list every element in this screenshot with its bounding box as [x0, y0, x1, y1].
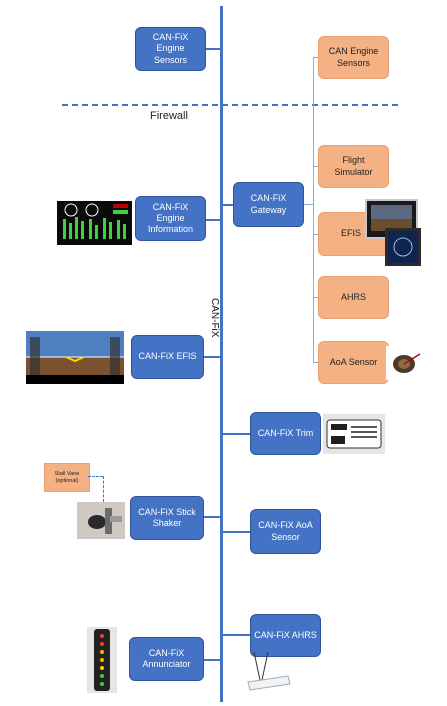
ahrs-hardware-image — [232, 650, 294, 694]
gateway-tree-link — [304, 204, 314, 205]
annunciator-lights-icon — [94, 629, 110, 691]
node-trim[interactable]: CAN-FiX Trim — [250, 412, 321, 455]
connector-engine-sensors — [206, 48, 221, 50]
efis-small-screen-icon — [388, 231, 418, 263]
stick-shaker-image — [77, 502, 125, 539]
connector-ahrs — [222, 634, 250, 636]
device-flight-simulator[interactable]: Flight Simulator — [318, 145, 389, 188]
connector-aoa-sensor — [222, 531, 250, 533]
node-ahrs[interactable]: CAN-FiX AHRS — [250, 614, 321, 657]
connector-stick-shaker — [204, 516, 221, 518]
attitude-indicator-icon — [26, 331, 124, 384]
stall-vane-connector-v — [103, 476, 104, 502]
device-can-engine-sensors[interactable]: CAN Engine Sensors — [318, 36, 389, 79]
tree-branch-can-engine — [313, 57, 318, 58]
engine-display-image — [57, 201, 132, 245]
node-engine-information[interactable]: CAN-FiX Engine Information — [135, 196, 206, 241]
efis-hardware-image-1 — [365, 199, 418, 239]
efis-hardware-image-2 — [385, 228, 421, 266]
node-engine-sensors[interactable]: CAN-FiX Engine Sensors — [135, 27, 206, 71]
tree-branch-aoa — [313, 362, 318, 363]
connector-gateway — [222, 204, 234, 206]
connector-engine-information — [206, 219, 221, 221]
device-aoa-sensor[interactable]: AoA Sensor — [318, 341, 389, 384]
tree-branch-efis — [313, 234, 318, 235]
node-aoa-sensor[interactable]: CAN-FiX AoA Sensor — [250, 509, 321, 554]
stall-vane-connector-h — [88, 476, 103, 477]
trim-hardware-image — [323, 414, 385, 454]
stick-shaker-photo-icon — [77, 502, 125, 539]
connector-annunciator — [204, 659, 221, 661]
trim-board-icon — [326, 419, 382, 449]
efis-display-image — [26, 331, 124, 384]
aoa-sensor-hardware-image — [386, 346, 422, 380]
tree-branch-ahrs — [313, 297, 318, 298]
aoa-vane-icon — [393, 353, 421, 373]
bus-label: CAN-FiX — [209, 298, 220, 338]
stall-vane-box[interactable]: Stall Vane (optional) — [44, 463, 90, 492]
device-ahrs[interactable]: AHRS — [318, 276, 389, 319]
connector-efis — [204, 356, 221, 358]
engine-gauges-icon — [63, 203, 128, 239]
connector-trim — [222, 433, 250, 435]
firewall-line — [62, 104, 398, 106]
node-efis[interactable]: CAN-FiX EFIS — [131, 335, 204, 379]
node-stick-shaker[interactable]: CAN-FiX Stick Shaker — [130, 496, 204, 540]
firewall-label: Firewall — [150, 110, 188, 122]
usb-dongle-icon — [247, 651, 291, 691]
tree-branch-flight-sim — [313, 166, 318, 167]
annunciator-image — [87, 627, 117, 693]
node-annunciator[interactable]: CAN-FiX Annunciator — [129, 637, 204, 681]
gateway-tree-trunk — [313, 57, 314, 362]
can-bus-line — [220, 6, 223, 702]
node-gateway[interactable]: CAN-FiX Gateway — [233, 182, 304, 227]
